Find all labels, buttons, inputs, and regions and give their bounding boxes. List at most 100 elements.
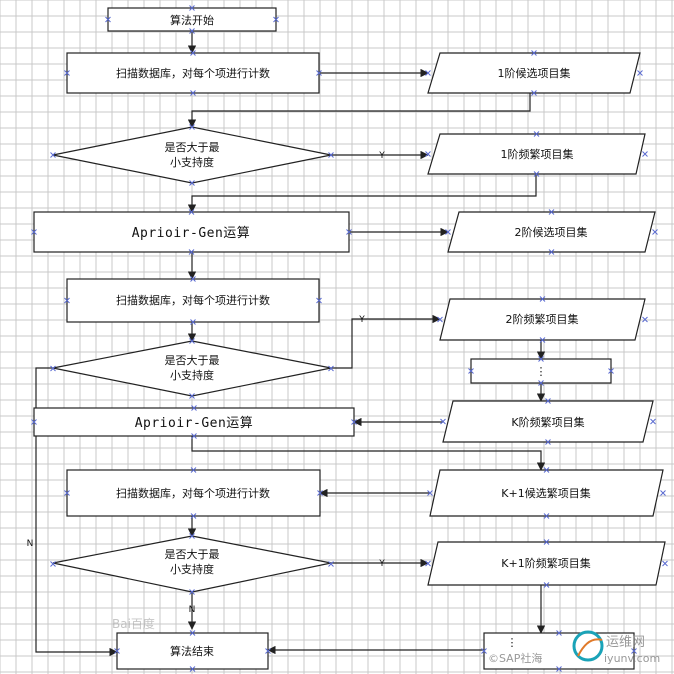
connection-point-marker (531, 90, 537, 96)
connection-point-marker (660, 490, 666, 496)
connection-point-marker (662, 560, 668, 567)
connection-point-marker (545, 398, 551, 404)
site-logo: 运维网 iyunv.com (572, 630, 660, 665)
connection-point-marker (533, 131, 540, 137)
connection-point-marker (105, 16, 111, 23)
connection-point-marker (328, 365, 334, 372)
connection-point-marker (631, 648, 637, 654)
dots2-label: ⋮ (507, 636, 518, 649)
connection-point-marker (637, 70, 643, 76)
connection-point-marker (437, 316, 443, 323)
connection-point-marker (538, 380, 544, 386)
edge-gen2-candk1 (191, 436, 546, 471)
edge-label-y1: Y (378, 151, 385, 161)
connection-point-marker (548, 209, 555, 215)
scan1-label: 扫描数据库，对每个项进行计数 (116, 66, 270, 80)
start-label: 算法开始 (170, 13, 214, 27)
edge-freq1-gen1 (187, 174, 537, 213)
cond3-label-line1: 是否大于最 (165, 547, 220, 561)
connection-point-marker (556, 630, 562, 636)
connection-point-marker (189, 533, 195, 539)
dots2-node (483, 632, 635, 670)
connection-point-marker (545, 439, 551, 445)
connection-point-marker (425, 70, 431, 76)
connection-point-marker (425, 151, 431, 157)
connection-point-marker (190, 513, 197, 519)
connection-point-marker (531, 50, 537, 56)
connection-point-marker (189, 630, 196, 636)
gen1-label: Aprioir-Gen运算 (132, 226, 251, 241)
connection-point-marker (190, 50, 196, 56)
cond1-node (52, 126, 332, 184)
connection-point-marker (50, 365, 56, 372)
connection-point-marker (317, 490, 323, 496)
edge-label-n1: N (27, 539, 34, 549)
connection-point-marker (189, 5, 195, 11)
connection-point-marker (548, 249, 555, 255)
connection-point-marker (539, 337, 546, 343)
edge-cond2-end-no (35, 367, 118, 657)
edge-label-y3: Y (378, 559, 385, 569)
cond3-label-line2: 小支持度 (170, 562, 214, 576)
connection-point-marker (556, 666, 562, 672)
cand2-label: 2阶候选项目集 (515, 225, 588, 239)
connection-point-marker (50, 561, 56, 567)
scan3-label: 扫描数据库，对每个项进行计数 (116, 486, 270, 500)
connection-point-marker (64, 70, 70, 76)
connection-point-marker (642, 151, 648, 157)
connection-point-marker (543, 582, 550, 588)
connection-point-marker (189, 589, 195, 595)
site-author-watermark: ©SAP社海 (488, 651, 542, 665)
connection-point-marker (650, 418, 656, 425)
baidu-watermark: Bai百度 (112, 616, 155, 631)
freq1-label: 1阶频繁项目集 (501, 147, 574, 161)
connection-point-marker (188, 209, 195, 215)
connection-point-marker (189, 666, 196, 672)
connection-point-marker (351, 419, 357, 425)
connection-point-marker (189, 338, 195, 344)
freqk-node (442, 400, 654, 443)
connection-point-marker (468, 368, 474, 374)
cand1-label: 1阶候选项目集 (498, 66, 571, 80)
connection-point-marker (642, 316, 648, 323)
connection-point-marker (190, 319, 196, 325)
freq2-label: 2阶频繁项目集 (506, 312, 579, 326)
dots-label: ⋮ (536, 365, 547, 378)
edge-label-y2: Y (358, 315, 365, 325)
freq2-node (439, 298, 646, 341)
gen2-label: Aprioir-Gen运算 (135, 416, 254, 431)
connection-point-marker (316, 297, 322, 304)
freqk-label: K阶频繁项目集 (511, 415, 584, 429)
connection-point-marker (265, 648, 271, 654)
candk1-node (429, 469, 664, 517)
connection-point-marker (191, 405, 197, 411)
connection-point-marker (543, 467, 550, 473)
connection-point-marker (64, 297, 70, 304)
connection-point-marker (190, 467, 197, 473)
connection-point-marker (31, 419, 37, 425)
connection-point-marker (316, 70, 322, 76)
connection-point-marker (189, 180, 195, 186)
connection-point-marker (425, 560, 431, 567)
end-label: 算法结束 (170, 644, 214, 658)
connection-point-marker (190, 276, 196, 282)
connection-point-marker (538, 356, 544, 362)
site-name-watermark: 运维网 (606, 635, 645, 650)
edge-label-n2: N (189, 605, 196, 615)
edge-cond2-freq2 (331, 314, 441, 369)
cond1-label-line2: 小支持度 (170, 155, 214, 169)
site-logo-icon (572, 630, 604, 662)
edge-cand1-cond1 (187, 93, 531, 128)
connection-point-marker (543, 513, 550, 519)
connection-point-marker (652, 229, 658, 235)
connection-point-marker (427, 490, 433, 496)
connection-point-marker (188, 249, 195, 255)
connection-point-marker (50, 152, 56, 158)
connection-point-marker (191, 433, 197, 439)
cond2-label-line2: 小支持度 (170, 368, 214, 382)
connection-point-markers (31, 5, 668, 672)
connection-point-marker (114, 648, 120, 654)
scan2-node (66, 278, 320, 323)
connection-point-marker (608, 368, 614, 374)
